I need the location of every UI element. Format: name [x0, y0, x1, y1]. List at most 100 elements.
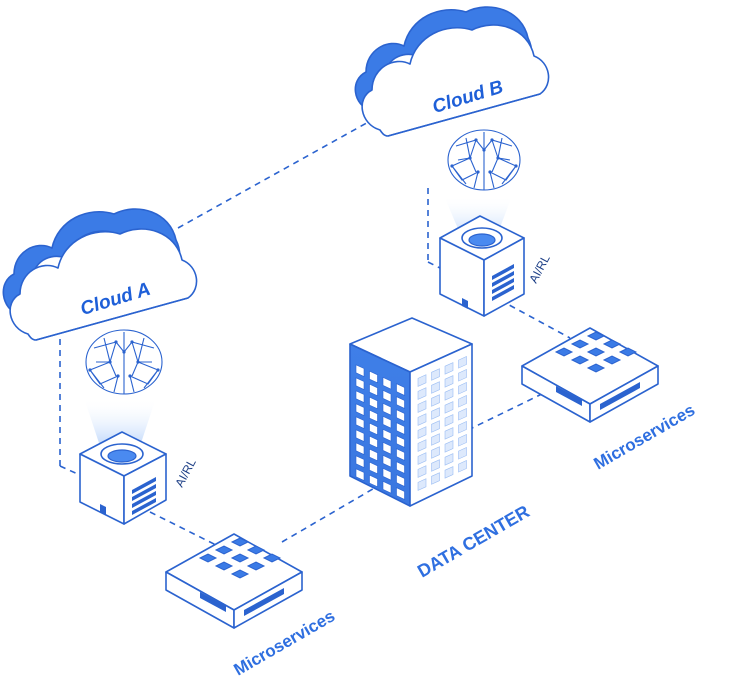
building-icon — [349, 317, 473, 507]
window — [417, 465, 427, 478]
ai-box-icon — [439, 215, 525, 317]
link-ai-b-micro-b — [499, 299, 571, 339]
link-micro-a-datacenter — [281, 485, 379, 543]
window — [355, 468, 365, 482]
window — [355, 390, 365, 404]
data-center-label: DATA CENTER — [414, 501, 533, 581]
window — [396, 422, 405, 435]
window — [458, 408, 467, 421]
window — [417, 413, 427, 426]
window — [382, 454, 392, 468]
window — [417, 387, 427, 400]
window — [417, 400, 427, 413]
link-datacenter-micro-b — [467, 391, 547, 431]
window — [444, 427, 454, 440]
link-ai-b-frame-bottom — [427, 261, 441, 269]
window — [396, 409, 405, 422]
window — [369, 435, 378, 449]
ai-box-icon — [79, 431, 167, 525]
cloud-icon — [2, 208, 198, 341]
window — [355, 455, 365, 469]
brain-icon — [85, 329, 163, 395]
window — [431, 394, 440, 407]
window — [396, 448, 405, 461]
connection-lines — [59, 119, 571, 549]
microservices-b: Microservices — [521, 327, 698, 473]
window — [382, 402, 392, 416]
server-icon — [165, 533, 303, 629]
window — [431, 459, 440, 472]
window — [396, 383, 405, 396]
window — [396, 435, 405, 448]
window — [382, 415, 392, 429]
window — [355, 429, 365, 443]
server-icon — [521, 327, 659, 423]
window — [369, 461, 378, 475]
window — [382, 428, 392, 442]
microservices-a: Microservices — [165, 533, 338, 679]
window — [444, 453, 454, 466]
window — [382, 389, 392, 403]
window — [444, 466, 454, 479]
window — [458, 460, 467, 473]
window — [431, 407, 440, 420]
windows-left — [355, 364, 405, 500]
window — [431, 472, 440, 485]
window — [369, 409, 378, 423]
window — [355, 442, 365, 456]
window — [444, 414, 454, 427]
window — [444, 362, 454, 375]
ai-a-label: AI/RL — [172, 456, 199, 489]
window — [444, 401, 454, 414]
window — [369, 383, 378, 397]
link-ai-a-micro-a — [149, 511, 223, 549]
beam — [84, 398, 156, 446]
ai-node-b: AI/RL — [439, 129, 553, 317]
window — [431, 446, 440, 459]
window — [458, 395, 467, 408]
window — [417, 374, 427, 387]
window — [382, 441, 392, 455]
link-cloud-a-cloud-b — [177, 119, 373, 229]
window — [458, 421, 467, 434]
window — [396, 474, 405, 487]
window — [444, 375, 454, 388]
window — [396, 396, 405, 409]
window — [355, 416, 365, 430]
window — [417, 426, 427, 439]
window — [355, 364, 365, 378]
window — [382, 480, 392, 494]
window — [458, 434, 467, 447]
window — [431, 381, 440, 394]
cloud-icon — [354, 6, 550, 137]
link-ai-a-frame-bottom — [59, 465, 83, 477]
window — [369, 422, 378, 436]
window — [458, 382, 467, 395]
window — [396, 461, 405, 474]
window — [369, 396, 378, 410]
window — [369, 370, 378, 384]
window — [431, 368, 440, 381]
window — [355, 403, 365, 417]
window — [417, 478, 427, 491]
brain-icon — [447, 129, 521, 191]
window — [431, 433, 440, 446]
window — [431, 420, 440, 433]
windows-right — [417, 356, 467, 491]
window — [458, 356, 467, 369]
cloud-a: Cloud A — [2, 208, 198, 341]
window — [355, 377, 365, 391]
window — [458, 447, 467, 460]
ai-node-a: AI/RL — [79, 329, 199, 525]
data-center: DATA CENTER — [349, 317, 533, 581]
window — [369, 448, 378, 462]
window — [417, 452, 427, 465]
window — [444, 440, 454, 453]
cloud-b: Cloud B — [354, 6, 550, 137]
window — [417, 439, 427, 452]
window — [382, 376, 392, 390]
window — [382, 467, 392, 481]
window — [369, 474, 378, 488]
window — [458, 369, 467, 382]
